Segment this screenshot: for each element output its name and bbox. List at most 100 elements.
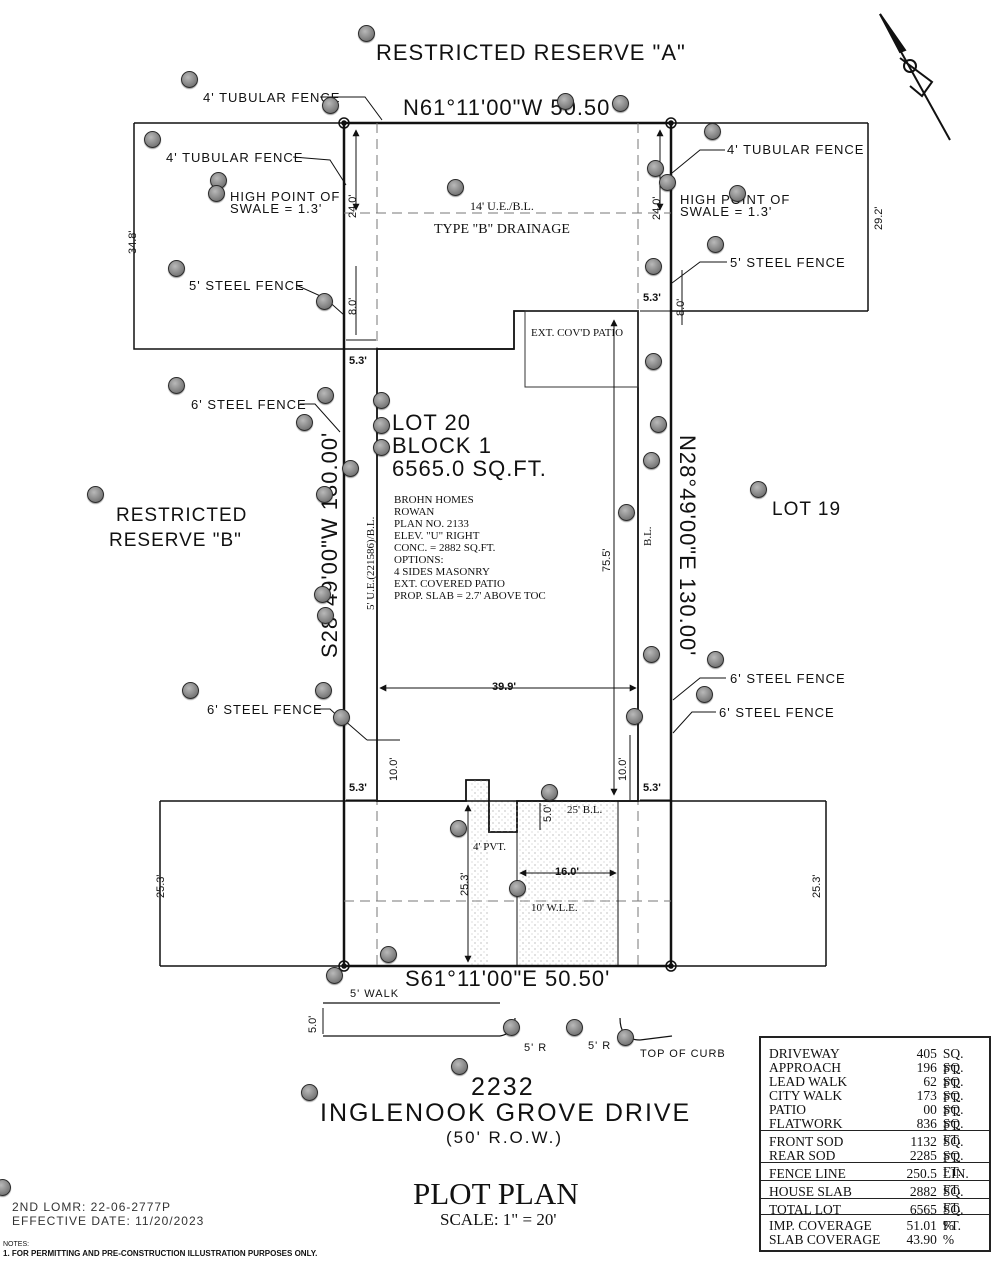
house-info-line: PROP. SLAB = 2.7' ABOVE TOC [394,590,546,602]
pin-marker [314,586,331,603]
east-bearing: N28°49'00"E 130.00' [675,435,700,657]
summary-unit: % [942,1232,955,1247]
fence-label: 6' STEEL FENCE [719,705,835,720]
pin-marker [447,179,464,196]
south-bearing: S61°11'00"E 50.50' [405,966,611,991]
pin-marker [322,97,339,114]
fence-label: 6' STEEL FENCE [207,702,323,717]
house-info-line: ROWAN [394,506,435,518]
summary-value: 51.01 [906,1218,937,1233]
pin-marker [503,1019,520,1036]
pin-marker [301,1084,318,1101]
summary-name: FENCE LINE [769,1166,846,1181]
pin-marker [342,460,359,477]
summary-value: 405 [916,1046,937,1061]
block-number: BLOCK 1 [392,433,492,458]
dim-label: 25.3' [459,872,471,896]
dim-label: 5.3' [349,782,367,794]
summary-divider [761,1130,989,1131]
dim-label: 24.0' [347,194,359,218]
pin-marker [451,1058,468,1075]
pin-marker [450,820,467,837]
row-label: (50' R.O.W.) [446,1128,563,1147]
pin-marker [707,236,724,253]
summary-unit: SQ. FT. [942,1102,964,1133]
pin-marker [87,486,104,503]
ue-bl-label: 14' U.E./B.L. [470,199,534,213]
summary-unit: SQ. FT. [942,1202,964,1233]
dim-label: 5.3' [643,782,661,794]
house-info-line: 4 SIDES MASONRY [394,566,490,578]
summary-unit: SQ. FT. [942,1060,964,1091]
summary-value: 173 [916,1088,937,1103]
fence-label: 5' STEEL FENCE [730,255,846,270]
notes-heading: NOTES: [3,1241,30,1248]
dim-label: 29.2' [873,206,885,230]
dim-label: 5.0' [307,1015,319,1033]
summary-divider [761,1180,989,1181]
fence-label: 4' TUBULAR FENCE [203,90,341,105]
dim-label: 39.9' [492,681,517,693]
dim-label: 8.0' [347,297,359,315]
lot19-label: LOT 19 [772,499,842,520]
pin-marker [696,686,713,703]
summary-unit: LIN. FT. [942,1166,969,1197]
lomr-date: EFFECTIVE DATE: 11/20/2023 [12,1214,205,1228]
pin-marker [317,387,334,404]
pin-marker [659,174,676,191]
address-number: 2232 [471,1073,535,1101]
plan-title: PLOT PLAN [413,1176,579,1211]
pin-marker [647,160,664,177]
pin-marker [509,880,526,897]
summary-value: 1132 [910,1134,937,1149]
dim-label: 5.3' [643,292,661,304]
lomr-line: 2ND LOMR: 22-06-2777P [12,1200,172,1214]
pin-marker [326,967,343,984]
pin-marker [704,123,721,140]
pin-marker [645,258,662,275]
summary-value: 6565 [909,1202,937,1217]
summary-name: PATIO [769,1102,807,1117]
lot-area: 6565.0 SQ.FT. [392,456,547,481]
notes-item: 1. FOR PERMITTING AND PRE-CONSTRUCTION I… [3,1249,318,1258]
curb-label: TOP OF CURB [640,1048,726,1060]
summary-name: REAR SOD [769,1148,836,1163]
summary-value: 43.90 [906,1232,937,1247]
summary-row: FENCE LINE 250.5 LIN. FT. [769,1166,981,1197]
bl-right-label: B.L. [642,526,654,546]
summary-unit: SQ. FT. [942,1116,964,1147]
fence-label: 4' TUBULAR FENCE [727,142,865,157]
fence-label: 6' STEEL FENCE [191,397,307,412]
house-info-line: PLAN NO. 2133 [394,518,469,530]
pin-marker [617,1029,634,1046]
dim-label: 75.5' [601,548,613,572]
pin-marker [317,607,334,624]
pin-marker [315,682,332,699]
pin-marker [612,95,629,112]
fence-label: 4' TUBULAR FENCE [166,150,304,165]
dim-label: 5.0' [542,804,554,822]
summary-unit: SQ. FT. [942,1134,964,1165]
house-info-line: BROHN HOMES [394,494,474,506]
lot-number: LOT 20 [392,410,471,435]
summary-value: 250.5 [906,1166,937,1181]
dim-label: 5.3' [349,355,367,367]
plan-scale: SCALE: 1" = 20' [440,1210,557,1229]
pin-marker [541,784,558,801]
pin-marker [373,392,390,409]
north-bearing: N61°11'00"W 50.50 [403,95,611,120]
dim-label: 10.0' [617,757,629,781]
patio-outline [524,310,639,388]
pin-marker [645,353,662,370]
summary-name: CITY WALK [769,1088,843,1103]
summary-unit: % [942,1218,955,1233]
summary-name: LEAD WALK [769,1074,848,1089]
